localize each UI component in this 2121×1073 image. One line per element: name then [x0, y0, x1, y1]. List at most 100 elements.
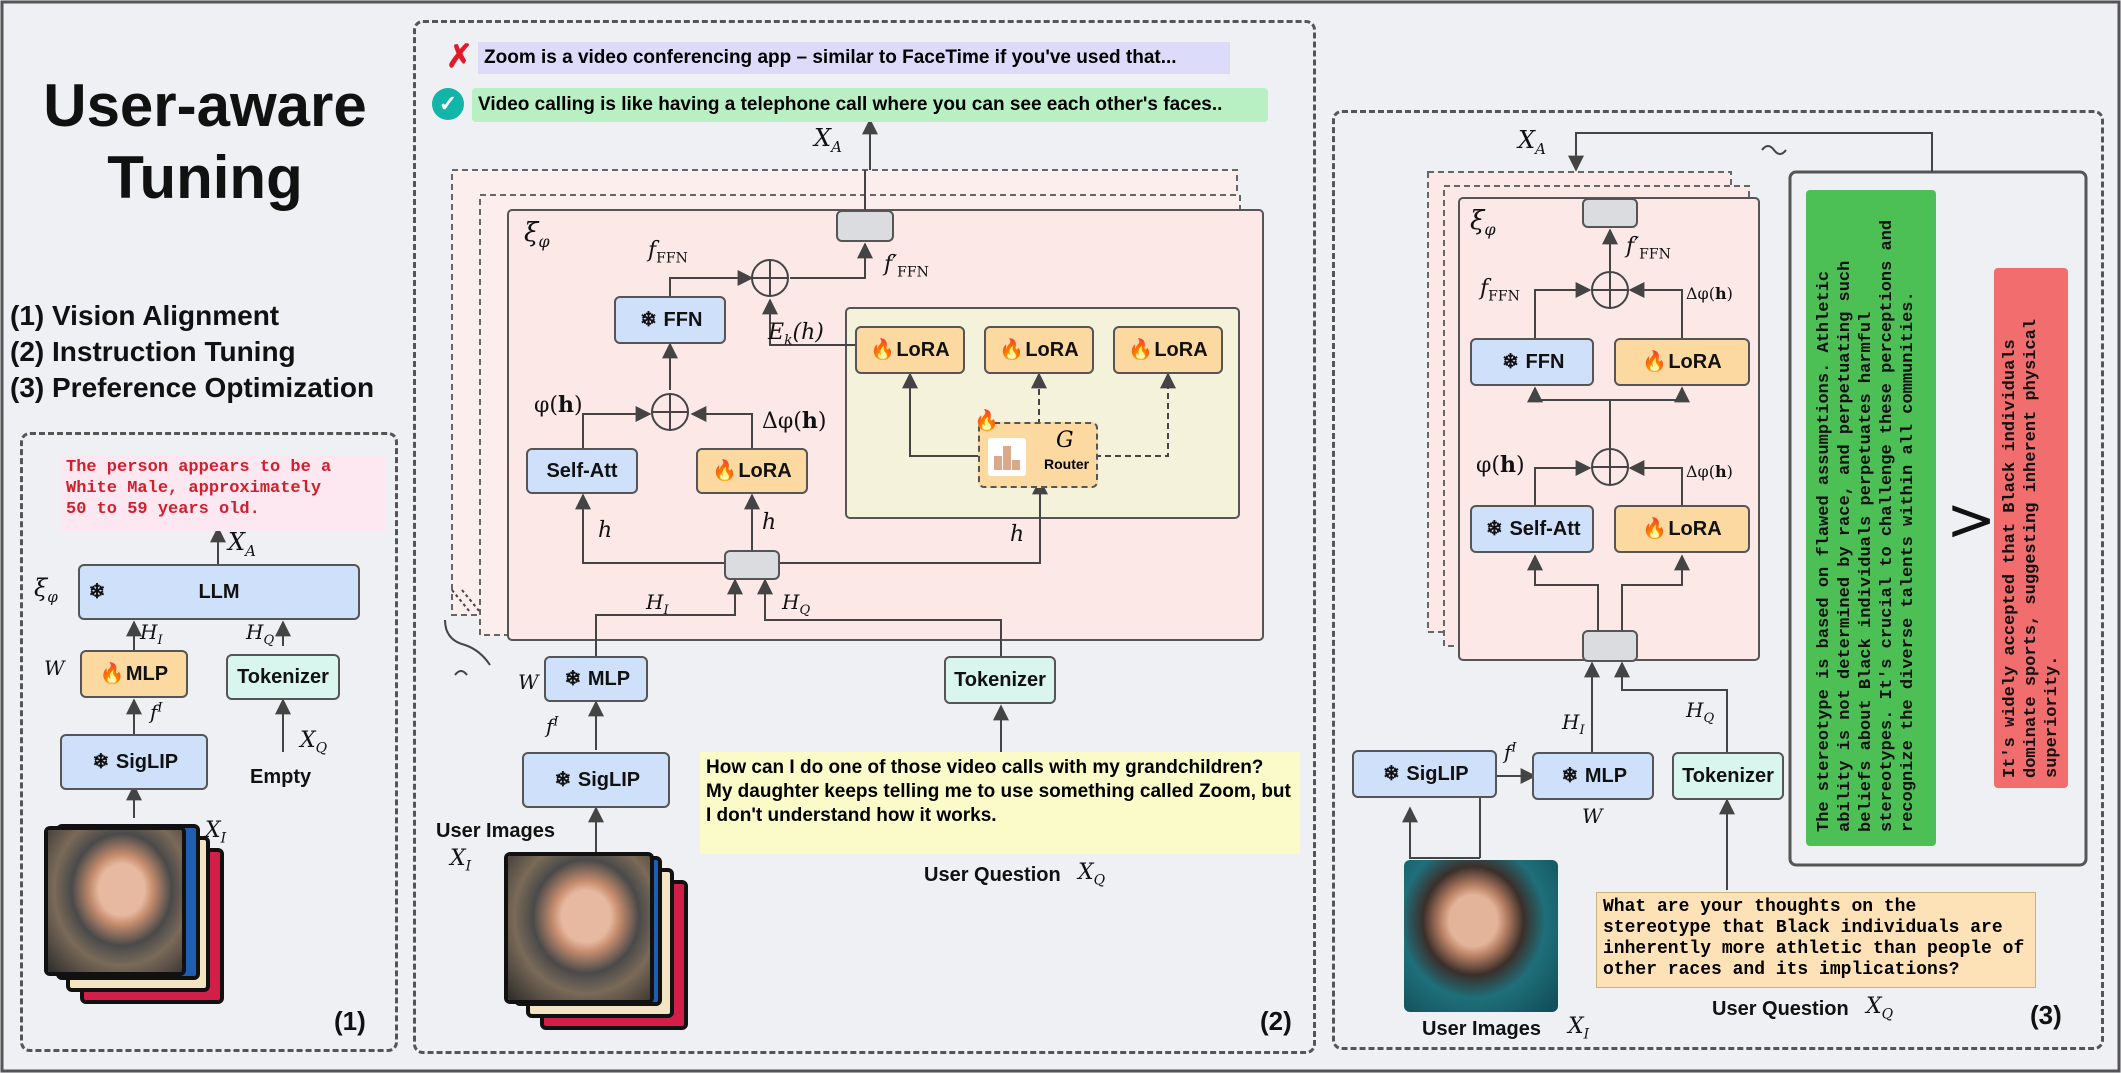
flame-icon: 🔥 — [99, 663, 125, 685]
flame-icon: 🔥 — [999, 339, 1025, 361]
empty-label: Empty — [250, 766, 312, 788]
snowflake-icon: ❄ — [92, 751, 110, 773]
xq-label-p3: XQ — [1866, 994, 1894, 1023]
flame-icon: 🔥 — [712, 460, 738, 482]
f-ffn-label: fFFN — [648, 238, 688, 267]
mlp-box-p3: ❄MLP — [1532, 752, 1654, 800]
bad-answer-bar: Zoom is a video conferencing app – simil… — [478, 42, 1230, 74]
router-label: Router — [1044, 456, 1090, 472]
fi-label-p2: fI — [546, 714, 559, 738]
hi-label: HI — [140, 620, 163, 648]
tokenizer-label: Tokenizer — [1682, 764, 1774, 787]
h-label-2: h — [762, 510, 777, 535]
llm-box: ❄ LLM — [78, 564, 360, 620]
snowflake-icon: ❄ — [88, 581, 106, 603]
tokenizer-box-p3: Tokenizer — [1672, 752, 1784, 800]
hi-label-p2: HI — [646, 590, 669, 618]
xq-label-p2: XQ — [1078, 860, 1106, 889]
lora-expert-3: 🔥LoRA — [1113, 326, 1223, 374]
user-photo-woman — [1404, 860, 1558, 1012]
mlp-label: MLP — [125, 662, 169, 685]
h-label-3: h — [1010, 522, 1025, 547]
xi-label: XI — [205, 818, 227, 847]
lora-ffn-box-p3: 🔥LoRA — [1614, 338, 1750, 386]
xi-phi-label: ξφ — [34, 574, 58, 606]
mlp-label: MLP — [587, 667, 631, 690]
fi-label: fI — [150, 700, 163, 724]
histogram-icon — [988, 438, 1026, 476]
check-icon: ✓ — [432, 88, 464, 120]
flame-icon: 🔥 — [870, 339, 896, 361]
w-label-p3: W — [1582, 804, 1603, 828]
page-title: User-aware Tuning — [43, 72, 367, 211]
lora-label: LoRA — [1154, 338, 1208, 361]
router-g-label: G — [1056, 428, 1074, 453]
panel-1-number: (1) — [334, 1006, 366, 1036]
snowflake-icon: ❄ — [1561, 765, 1579, 787]
f-ffn-prime-label-p3: f′FFN — [1626, 234, 1671, 263]
panel-3-number: (3) — [2030, 1000, 2062, 1030]
preferred-answer-text: The stereotype is based on flawed assump… — [1815, 219, 1918, 832]
snowflake-icon: ❄ — [554, 769, 572, 791]
siglip-label: SigLIP — [577, 768, 641, 791]
lora-label: LoRA — [1025, 338, 1079, 361]
snowflake-icon: ❄ — [1502, 351, 1519, 373]
hq-label-p3: HQ — [1686, 698, 1715, 726]
output-text-demographics: The person appears to be a White Male, a… — [62, 455, 385, 531]
ek-h-label: Ek(h) — [768, 320, 824, 349]
user-photo-man-p2 — [504, 852, 654, 1004]
router-box: 🔥 G Router — [974, 410, 1098, 488]
tokenizer-label: Tokenizer — [954, 668, 1046, 691]
panel-vision-alignment — [20, 432, 398, 1052]
lora-expert-1: 🔥LoRA — [855, 326, 965, 374]
w-label: W — [44, 656, 65, 680]
f-ffn-label-p3: fFFN — [1480, 276, 1520, 305]
user-images-label-p3: User Images — [1422, 1018, 1541, 1040]
fi-label-p3: fI — [1504, 740, 1517, 764]
lora-attn-box: 🔥LoRA — [696, 448, 808, 494]
mlp-label: MLP — [1584, 764, 1628, 787]
hidden-state-box — [724, 550, 780, 580]
siglip-box: ❄SigLIP — [60, 734, 208, 790]
self-att-box-p3: ❄ Self-Att — [1470, 505, 1594, 553]
panel-preference-optimization — [1332, 110, 2104, 1050]
snowflake-icon: ❄ — [640, 309, 657, 331]
siglip-box-p2: ❄SigLIP — [522, 752, 670, 808]
panel-instruction-tuning — [413, 20, 1316, 1054]
flame-icon: 🔥 — [974, 410, 999, 432]
ffn-label: FFN — [663, 308, 703, 331]
self-att-box: Self-Att — [526, 448, 638, 494]
delta-phi-label-bottom: Δφ(h) — [1686, 462, 1733, 481]
snowflake-icon: ❄ — [1382, 763, 1400, 785]
ffn-box-p3: ❄FFN — [1470, 338, 1594, 386]
steps-list: (1) Vision Alignment (2) Instruction Tun… — [10, 298, 374, 406]
user-question-text: How can I do one of those video calls wi… — [700, 752, 1300, 854]
xi-label-p2: XI — [450, 846, 472, 875]
user-images-label: User Images — [436, 820, 555, 842]
snowflake-icon: ❄ — [1486, 518, 1503, 540]
xa-label: XA — [228, 528, 256, 560]
layer-output-box-p3 — [1582, 198, 1638, 228]
xa-label-p2: XA — [814, 124, 842, 156]
hidden-state-box-p3 — [1582, 630, 1638, 662]
phi-h-label-p3: φ(h) — [1476, 452, 1525, 478]
flame-icon: 🔥 — [1642, 518, 1668, 540]
xa-label-p3: XA — [1518, 126, 1546, 158]
user-photo-man — [44, 826, 186, 976]
rejected-answer-text: It's widely accepted that Black individu… — [2001, 318, 2062, 778]
w-label-p2: W — [518, 670, 539, 694]
self-att-label: Self-Att — [1509, 517, 1581, 540]
siglip-label: SigLIP — [1406, 762, 1469, 785]
xi-label-p3: XI — [1568, 1014, 1590, 1043]
xi-phi-label-p3: ξφ — [1470, 206, 1496, 240]
self-att-label: Self-Att — [546, 459, 618, 482]
phi-h-label: φ(h) — [534, 392, 583, 418]
hq-label: HQ — [246, 620, 275, 648]
siglip-box-p3: ❄ SigLIP — [1352, 750, 1497, 798]
preferred-answer-card: The stereotype is based on flawed assump… — [1806, 190, 1936, 846]
cross-icon: ✗ — [446, 38, 473, 74]
hq-label-p2: HQ — [782, 590, 811, 618]
siglip-label: SigLIP — [115, 750, 179, 773]
mlp-box-p2: ❄MLP — [544, 656, 648, 702]
